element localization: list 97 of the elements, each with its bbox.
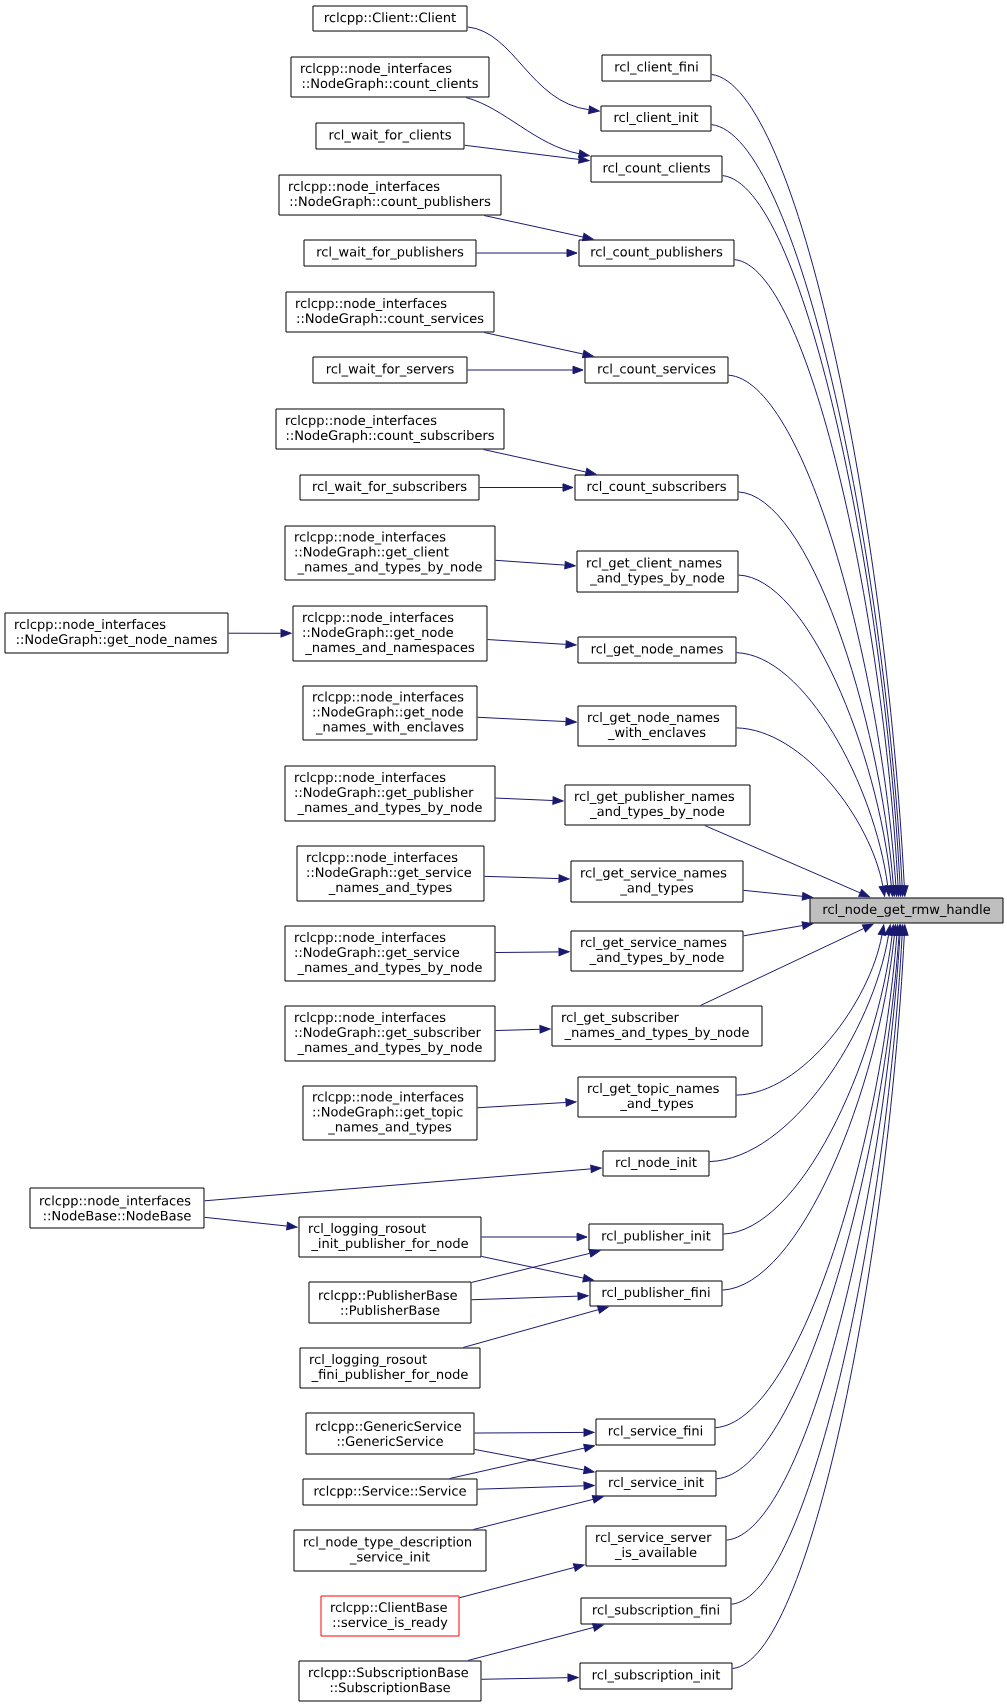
function-box: rcl_wait_for_subscribers <box>299 474 480 501</box>
arrow <box>459 1563 585 1599</box>
highlighted-function-box: rcl_node_get_rmw_handle <box>809 897 1004 924</box>
function-box: rclcpp::Service::Service <box>302 1478 478 1506</box>
arrow <box>736 727 887 897</box>
function-box: rcl_service_init <box>595 1470 717 1497</box>
function-box: rclcpp::node_interfaces ::NodeGraph::count_clients <box>290 56 490 98</box>
function-box: rcl_service_server _is_available <box>585 1525 727 1567</box>
arrow <box>699 923 874 1006</box>
function-box: rclcpp::node_interfaces ::NodeGraph::get_topic _names_and_types <box>302 1085 478 1141</box>
function-box: rcl_get_service_names _and_types <box>570 860 744 903</box>
arrow <box>204 1164 602 1202</box>
function-box: rcl_get_publisher_names _and_types_by_node <box>564 784 751 826</box>
arrow <box>228 629 292 638</box>
function-box: rcl_client_init <box>600 105 712 132</box>
function-box: rcl_subscription_fini <box>580 1597 732 1625</box>
arrow <box>472 1495 604 1530</box>
function-box: rclcpp::node_interfaces ::NodeGraph::get_node _names_and_namespaces <box>292 605 488 662</box>
function-box: rcl_get_service_names _and_types_by_node <box>570 930 744 972</box>
arrow <box>495 559 576 570</box>
arrow <box>704 825 870 898</box>
arrow <box>474 1448 595 1475</box>
function-box: rclcpp::node_interfaces ::NodeGraph::get_node_names <box>4 612 229 654</box>
arrow <box>474 1428 595 1437</box>
function-box: rclcpp::PublisherBase ::PublisherBase <box>308 1281 472 1324</box>
function-box: rcl_get_client_names _and_types_by_node <box>576 550 739 593</box>
arrow <box>467 365 584 375</box>
function-box: rcl_count_subscribers <box>574 474 739 501</box>
arrow <box>477 1098 577 1109</box>
arrow <box>477 716 577 726</box>
function-box: rcl_count_publishers <box>578 239 735 267</box>
function-box: rclcpp::SubscriptionBase ::SubscriptionBase <box>298 1660 482 1702</box>
function-box: rcl_client_fini <box>601 54 712 82</box>
function-box: rcl_node_init <box>602 1150 710 1177</box>
arrow <box>495 1025 551 1034</box>
function-box: rcl_publisher_init <box>588 1223 724 1251</box>
function-box: rclcpp::node_interfaces ::NodeGraph::get_subscriber _names_and_types_by_node <box>284 1005 496 1062</box>
arrow <box>728 374 901 897</box>
arrow <box>471 1249 601 1283</box>
function-box: rclcpp::node_interfaces ::NodeGraph::count_subscribers <box>275 408 505 450</box>
arrow <box>204 1216 298 1231</box>
function-box: rclcpp::GenericService ::GenericService <box>305 1412 475 1455</box>
function-box: rclcpp::node_interfaces ::NodeGraph::get_service _names_and_types_by_node <box>284 925 496 982</box>
function-box: rclcpp::node_interfaces ::NodeGraph::count_publishers <box>278 174 502 216</box>
arrow <box>481 1255 594 1283</box>
arrow <box>495 796 564 805</box>
function-box: rcl_count_clients <box>590 155 723 183</box>
arrow <box>482 449 597 477</box>
function-box: rcl_get_topic_names _and_types <box>577 1076 737 1118</box>
function-box: rcl_wait_for_publishers <box>303 239 477 267</box>
arrow <box>483 215 594 242</box>
arrow <box>722 924 899 1291</box>
function-box: rclcpp::node_interfaces ::NodeGraph::get_publisher _names_and_types_by_node <box>284 765 496 822</box>
function-box: rcl_publisher_fini <box>589 1280 723 1307</box>
function-box: rcl_wait_for_servers <box>312 356 468 384</box>
arrow <box>462 1305 609 1348</box>
function-box: rclcpp::node_interfaces ::NodeGraph::get_service _names_and_types <box>296 845 485 902</box>
function-box: rcl_subscription_init <box>579 1662 733 1690</box>
function-box: rclcpp::node_interfaces ::NodeGraph::get_node _names_with_enclaves <box>302 685 478 741</box>
function-box: rcl_node_type_description _service_init <box>293 1529 487 1572</box>
arrow <box>487 639 577 649</box>
arrow <box>481 1673 579 1682</box>
arrow <box>449 1443 595 1479</box>
arrow <box>476 248 578 258</box>
arrow <box>495 947 570 957</box>
function-box: rclcpp::node_interfaces ::NodeBase::NodeBase <box>29 1187 205 1229</box>
function-box: rclcpp::node_interfaces ::NodeGraph::count_services <box>285 291 495 333</box>
arrow <box>738 574 896 897</box>
arrow <box>709 924 893 1163</box>
function-box: rcl_get_node_names _with_enclaves <box>577 705 737 747</box>
arrow <box>479 483 574 492</box>
function-box: rcl_get_node_names <box>577 636 737 664</box>
function-box: rcl_count_services <box>584 356 729 384</box>
arrow <box>736 924 887 1096</box>
arrow <box>734 259 903 897</box>
function-box: rclcpp::Client::Client <box>312 5 468 32</box>
arrow <box>743 921 814 937</box>
arrow <box>723 924 897 1235</box>
function-box: rclcpp::node_interfaces ::NodeGraph::get_client _names_and_types_by_node <box>284 525 496 581</box>
arrow <box>736 652 892 897</box>
function-box: rcl_logging_rosout _init_publisher_for_node <box>298 1216 482 1258</box>
function-box: rclcpp::ClientBase ::service_is_ready <box>320 1595 460 1637</box>
arrow <box>484 874 570 883</box>
arrow <box>465 97 590 158</box>
arrow <box>483 332 594 359</box>
arrow <box>464 144 590 164</box>
arrow <box>481 1232 588 1242</box>
arrow <box>471 1291 589 1301</box>
function-box: rcl_logging_rosout _fini_publisher_for_node <box>299 1347 481 1389</box>
arrow <box>477 1481 595 1491</box>
arrow <box>467 26 600 114</box>
function-box: rcl_wait_for_clients <box>315 122 465 150</box>
arrow <box>738 491 898 897</box>
function-box: rcl_get_subscriber _names_and_types_by_node <box>551 1005 763 1047</box>
arrow <box>743 889 813 901</box>
arrow <box>467 1623 604 1661</box>
function-box: rcl_service_fini <box>595 1418 716 1446</box>
